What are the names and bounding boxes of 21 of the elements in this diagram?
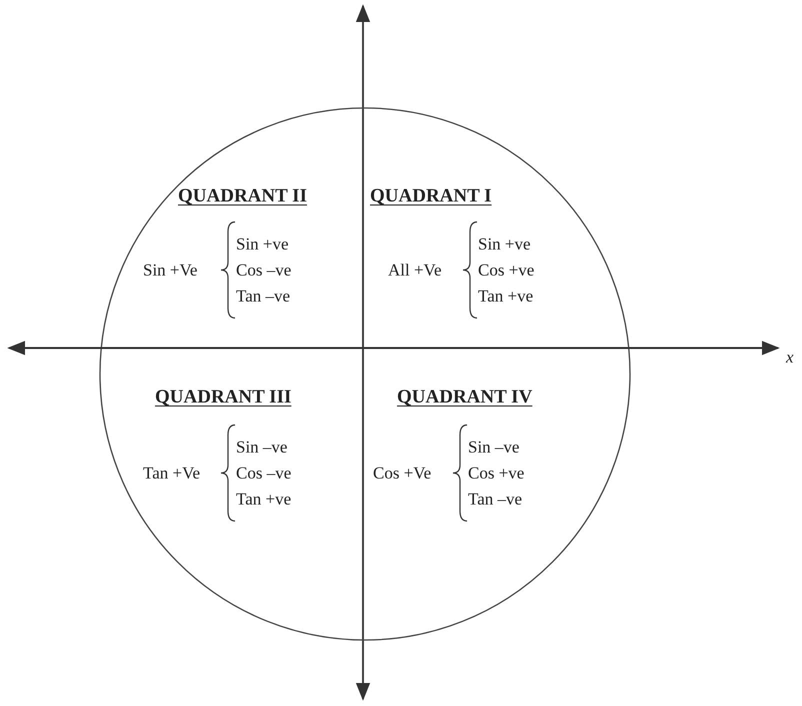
quadrant-heading: QUADRANT IV xyxy=(397,388,532,406)
axis-label: x xyxy=(786,348,794,366)
function-sign: Tan –ve xyxy=(468,490,522,508)
function-sign: Cos –ve xyxy=(236,464,292,482)
sign-rule: Cos +Ve xyxy=(373,464,432,482)
function-sign: Tan –ve xyxy=(236,288,290,304)
quadrant-heading: QUADRANT II xyxy=(178,186,307,206)
function-sign: Cos –ve xyxy=(236,262,292,278)
function-sign: Sin +ve xyxy=(236,236,289,252)
function-sign: Sin –ve xyxy=(468,438,520,456)
function-sign: Cos +ve xyxy=(468,464,524,482)
sign-rule: Sin +Ve xyxy=(143,262,198,278)
sign-rule: All +Ve xyxy=(388,262,442,278)
function-sign: Sin +ve xyxy=(478,236,531,252)
sign-rule: Tan +Ve xyxy=(143,464,200,482)
function-sign: Tan +ve xyxy=(478,288,534,304)
function-sign: Cos +ve xyxy=(478,262,534,278)
function-sign: Tan +ve xyxy=(236,490,292,508)
quadrant-heading: QUADRANT I xyxy=(370,186,492,206)
quadrant-heading: QUADRANT III xyxy=(155,388,292,406)
function-sign: Sin –ve xyxy=(236,438,288,456)
